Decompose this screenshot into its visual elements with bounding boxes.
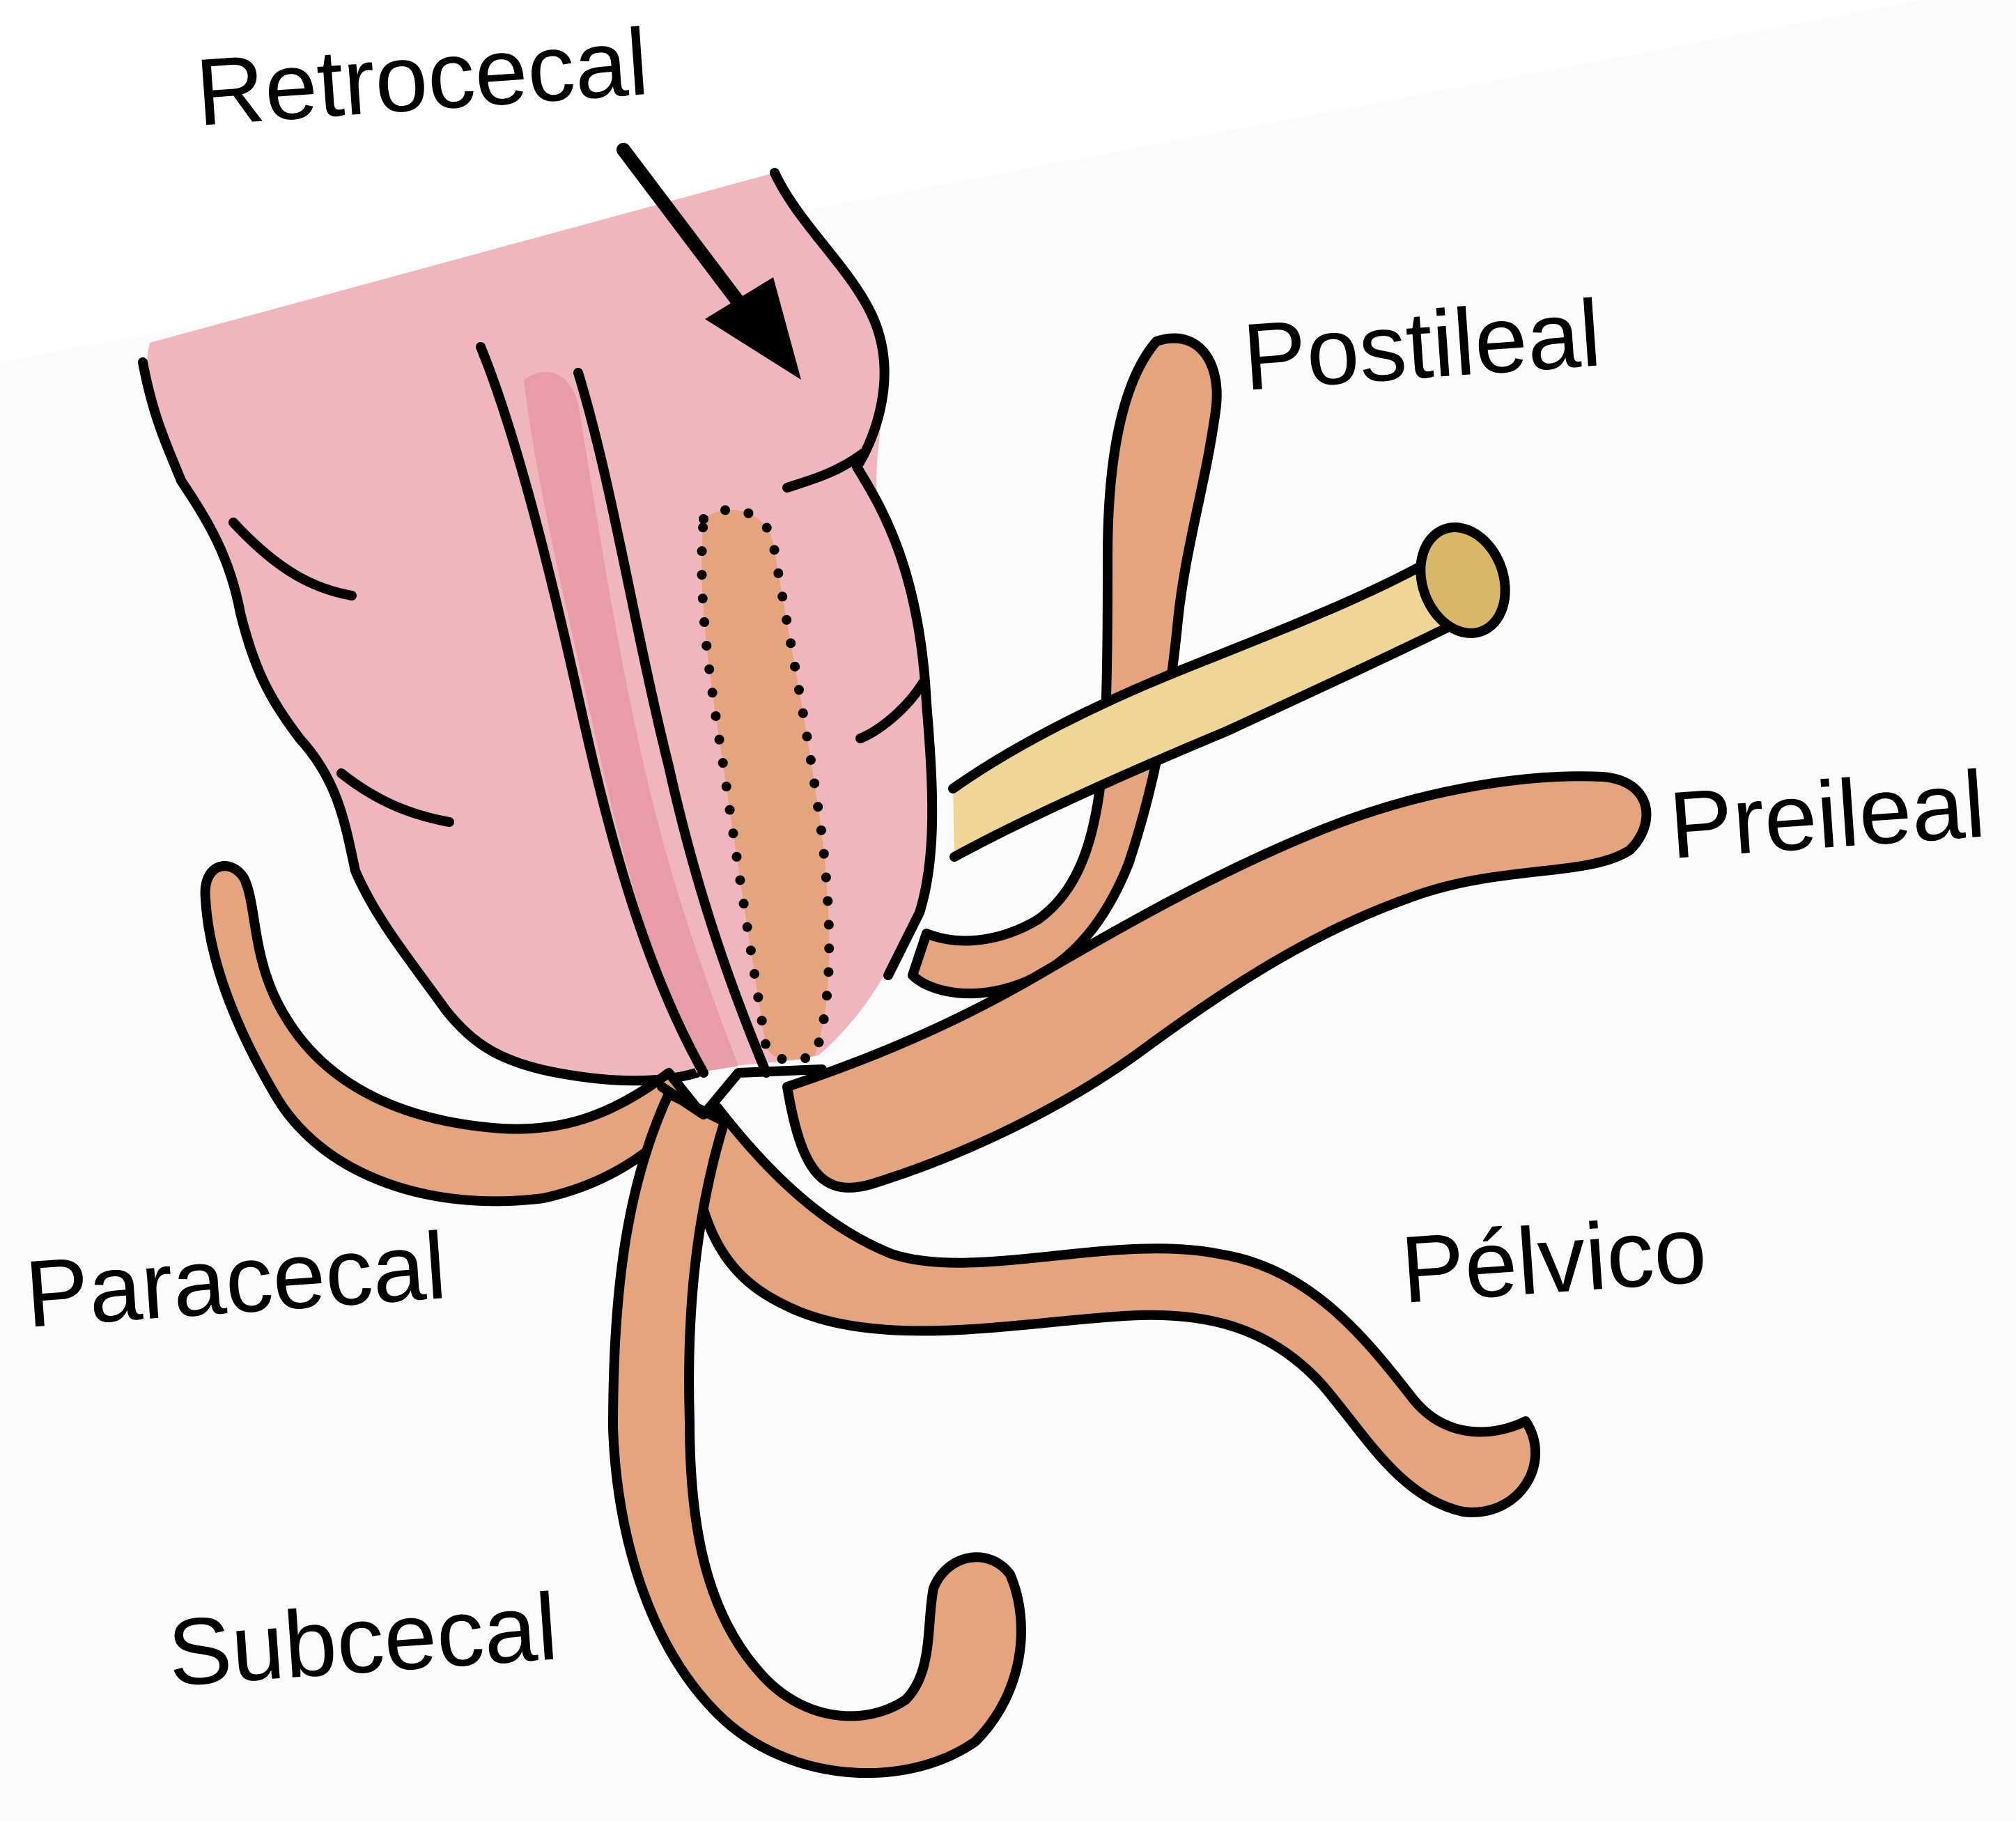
- label-pelvico: Pélvico: [1397, 1196, 1709, 1323]
- label-preileal: Preileal: [1666, 751, 1988, 878]
- label-retrocecal: Retrocecal: [192, 8, 651, 146]
